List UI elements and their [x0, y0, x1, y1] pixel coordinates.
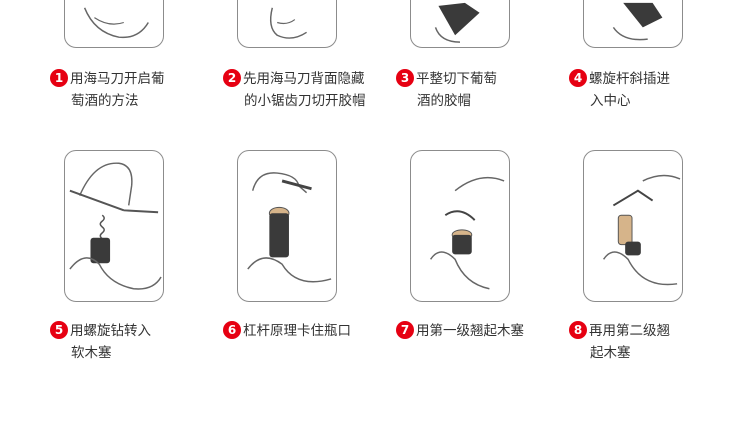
step-6-illustration — [237, 150, 337, 302]
insert-screw-icon — [612, 2, 663, 41]
step-3-illustration — [410, 0, 510, 48]
step-4-illustration — [583, 0, 683, 48]
lever-hook-icon — [247, 172, 332, 283]
step-7-illustration — [410, 150, 510, 302]
knife-cut-foil-icon — [269, 7, 308, 39]
twist-screw-icon — [69, 162, 162, 290]
step-8-illustration — [583, 150, 683, 302]
second-lever-icon — [602, 174, 681, 286]
step-5-illustration — [64, 150, 164, 302]
step-2-illustration — [237, 0, 337, 48]
remove-foil-icon — [434, 2, 480, 43]
hand-open-corkscrew-icon — [83, 7, 149, 39]
step-number-badge: 8 — [569, 321, 587, 339]
step-1-illustration — [64, 0, 164, 48]
step-number-badge: 2 — [223, 69, 241, 87]
step-number-badge: 4 — [569, 69, 587, 87]
first-lever-icon — [429, 176, 505, 290]
step-number-badge: 5 — [50, 321, 68, 339]
step-number-badge: 6 — [223, 321, 241, 339]
step-number-badge: 3 — [396, 69, 414, 87]
step-number-badge: 1 — [50, 69, 68, 87]
step-number-badge: 7 — [396, 321, 414, 339]
